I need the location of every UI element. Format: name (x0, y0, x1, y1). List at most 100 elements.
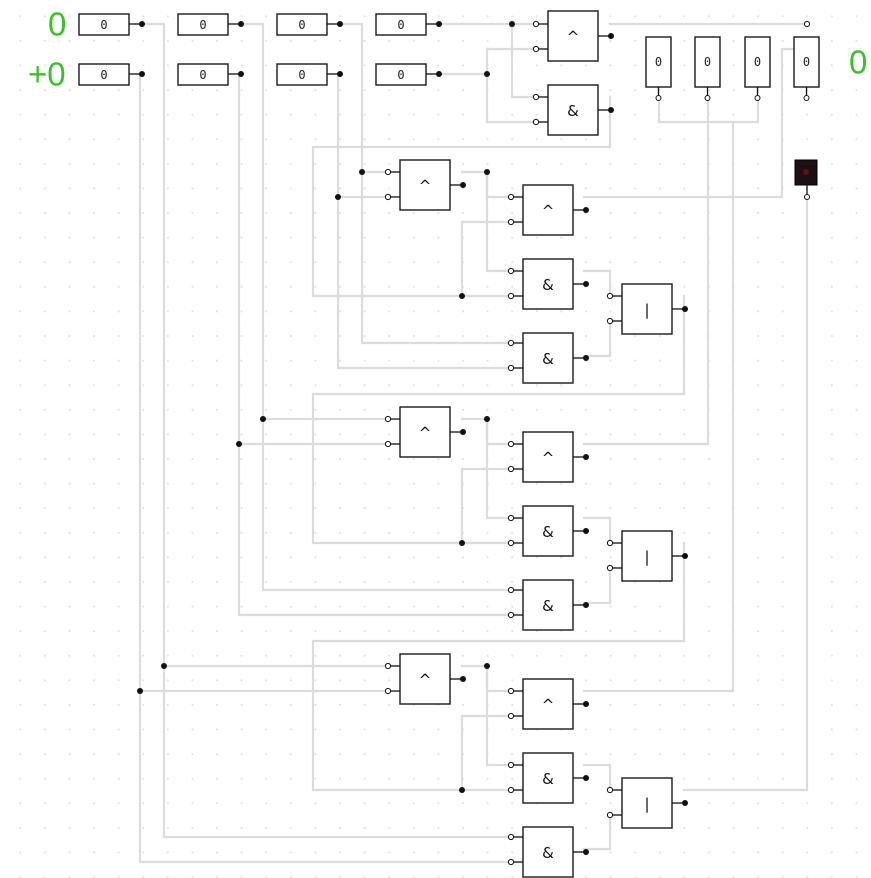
input-pin[interactable] (606, 317, 614, 325)
input-a-switch-3[interactable]: 0 (375, 13, 442, 36)
output-pin[interactable] (682, 553, 688, 559)
output-pin[interactable] (682, 306, 688, 312)
output-pin[interactable] (608, 33, 614, 39)
xor-gate-bit3-sum[interactable]: ^ (507, 678, 589, 730)
output-pin[interactable] (337, 71, 343, 77)
xor-gate-bit2-sum[interactable]: ^ (507, 431, 589, 483)
input-pin[interactable] (655, 95, 662, 101)
input-pin[interactable] (532, 20, 540, 28)
output-pin[interactable] (139, 21, 145, 27)
input-pin[interactable] (507, 712, 515, 720)
xor-gate-bit1-sum[interactable]: ^ (507, 184, 589, 236)
output-pin[interactable] (238, 21, 244, 27)
input-b-switch-3[interactable]: 0 (375, 63, 442, 86)
gate-body[interactable] (522, 431, 574, 483)
or-gate-bit2[interactable]: | (606, 530, 688, 582)
input-pin[interactable] (507, 761, 515, 769)
and-gate-bit1-carry[interactable]: & (507, 258, 589, 310)
output-pin[interactable] (608, 107, 614, 113)
input-pin[interactable] (507, 339, 515, 347)
input-pin[interactable] (384, 168, 392, 176)
input-pin[interactable] (754, 95, 761, 101)
gate-body[interactable] (522, 678, 574, 730)
input-pin[interactable] (803, 95, 810, 101)
gate-body[interactable] (522, 752, 574, 804)
input-pin[interactable] (507, 858, 515, 866)
input-pin[interactable] (606, 539, 614, 547)
output-pin[interactable] (583, 281, 589, 287)
input-b-switch-2[interactable]: 0 (276, 63, 343, 86)
input-pin[interactable] (606, 786, 614, 794)
gate-body[interactable] (547, 10, 599, 62)
input-pin[interactable] (507, 539, 515, 547)
input-a-switch-1[interactable]: 0 (177, 13, 244, 36)
input-pin[interactable] (507, 193, 515, 201)
and-gate-bit2-inputs[interactable]: & (507, 579, 589, 631)
and-gate-bit3-inputs[interactable]: & (507, 826, 589, 878)
gate-body[interactable] (522, 505, 574, 557)
input-pin[interactable] (384, 687, 392, 695)
gate-body[interactable] (522, 184, 574, 236)
output-pin[interactable] (583, 355, 589, 361)
xor-gate-bit3-a[interactable]: ^ (384, 653, 466, 705)
xor-gate[interactable]: ^ (532, 10, 614, 62)
input-pin[interactable] (704, 95, 711, 101)
input-pin[interactable] (507, 586, 515, 594)
input-pin[interactable] (532, 118, 540, 126)
input-pin[interactable] (507, 786, 515, 794)
input-pin[interactable] (606, 564, 614, 572)
input-pin[interactable] (384, 662, 392, 670)
input-pin[interactable] (507, 267, 515, 275)
input-pin[interactable] (507, 465, 515, 473)
input-pin[interactable] (606, 811, 614, 819)
output-pin[interactable] (460, 429, 466, 435)
output-pin[interactable] (583, 207, 589, 213)
gate-body[interactable] (621, 777, 673, 829)
input-pin[interactable] (384, 415, 392, 423)
input-a-switch-0[interactable]: 0 (78, 13, 145, 36)
output-pin[interactable] (583, 528, 589, 534)
and-gate-bit3-carry[interactable]: & (507, 752, 589, 804)
gate-body[interactable] (621, 283, 673, 335)
input-pin[interactable] (507, 364, 515, 372)
output-pin[interactable] (139, 71, 145, 77)
output-pin[interactable] (436, 71, 442, 77)
input-a-switch-2[interactable]: 0 (276, 13, 343, 36)
output-pin[interactable] (583, 849, 589, 855)
input-pin[interactable] (532, 45, 540, 53)
input-pin[interactable] (507, 218, 515, 226)
input-b-switch-0[interactable]: 0 (78, 63, 145, 86)
input-pin[interactable] (384, 440, 392, 448)
output-pin[interactable] (460, 182, 466, 188)
gate-body[interactable] (621, 530, 673, 582)
or-gate-bit3[interactable]: | (606, 777, 688, 829)
and-gate-bit1-inputs[interactable]: & (507, 332, 589, 384)
input-pin[interactable] (804, 194, 810, 200)
output-pin[interactable] (583, 775, 589, 781)
input-pin[interactable] (384, 193, 392, 201)
xor-gate-bit1-a[interactable]: ^ (384, 159, 466, 211)
input-pin[interactable] (507, 611, 515, 619)
or-gate-bit1[interactable]: | (606, 283, 688, 335)
input-pin[interactable] (507, 514, 515, 522)
output-pin[interactable] (460, 676, 466, 682)
output-pin[interactable] (238, 71, 244, 77)
gate-body[interactable] (522, 579, 574, 631)
output-pin[interactable] (583, 602, 589, 608)
input-pin[interactable] (507, 833, 515, 841)
input-pin[interactable] (507, 440, 515, 448)
output-pin[interactable] (583, 454, 589, 460)
input-pin[interactable] (507, 292, 515, 300)
input-pin[interactable] (606, 292, 614, 300)
input-pin[interactable] (804, 21, 810, 27)
output-pin[interactable] (682, 800, 688, 806)
input-pin[interactable] (507, 687, 515, 695)
xor-gate-bit2-a[interactable]: ^ (384, 406, 466, 458)
gate-body[interactable] (399, 159, 451, 211)
output-pin[interactable] (583, 701, 589, 707)
and-gate-bit2-carry[interactable]: & (507, 505, 589, 557)
input-b-switch-1[interactable]: 0 (177, 63, 244, 86)
output-pin[interactable] (436, 21, 442, 27)
and-gate[interactable]: & (532, 84, 614, 136)
